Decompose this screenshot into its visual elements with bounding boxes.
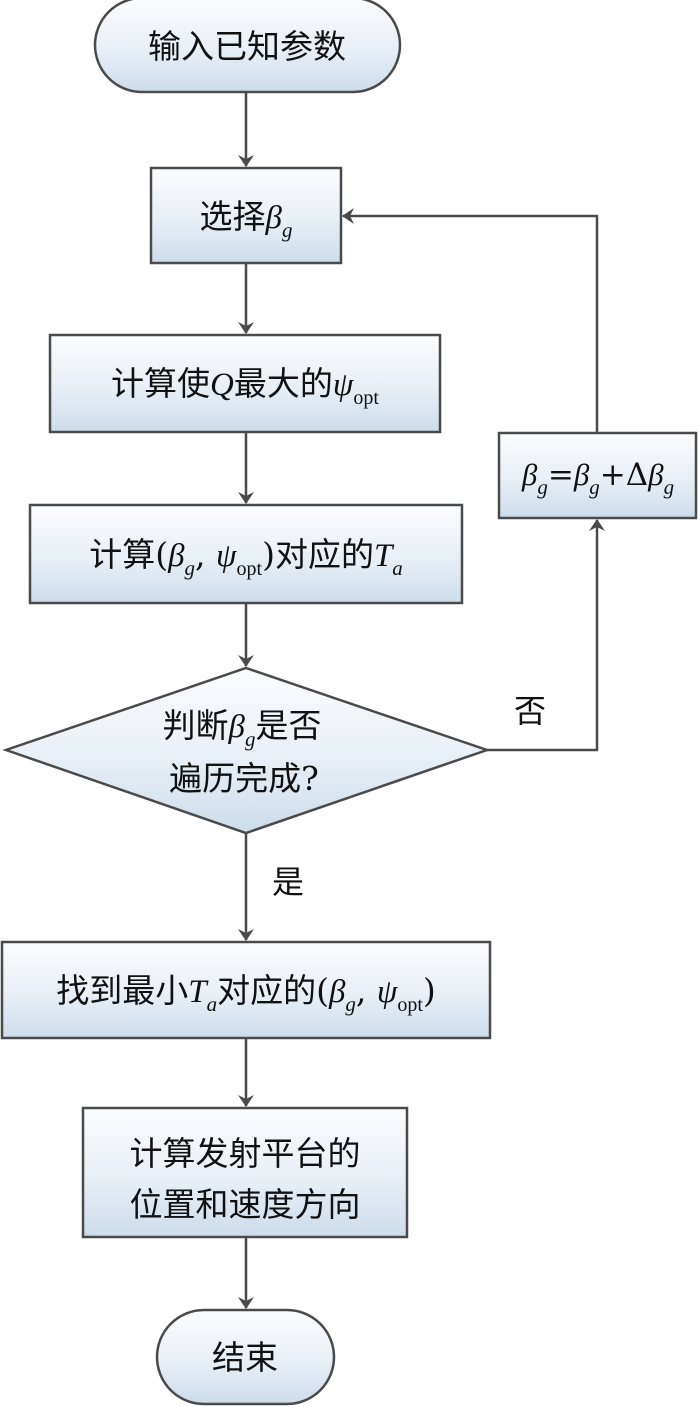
decision-text-line2: 遍历完成?: [169, 759, 319, 798]
find-min-text: 找到最小Ta对应的(βg, ψopt): [56, 971, 436, 1016]
compute-platform-line1: 计算发射平台的: [130, 1134, 361, 1173]
process-shape: [28, 503, 464, 605]
terminator-shape: [93, 0, 402, 94]
edge-update-to-select: [342, 208, 599, 433]
select-beta-text: 选择βg: [200, 197, 293, 242]
node-start: 输入已知参数: [93, 0, 402, 94]
compute-ta-text: 计算(βg, ψopt)对应的Ta: [89, 535, 403, 580]
edge-label-yes: 是: [272, 863, 304, 901]
node-compute-platform: 计算发射平台的 位置和速度方向: [81, 1106, 409, 1239]
compute-psi-text: 计算使Q最大的ψopt: [111, 364, 379, 409]
node-compute-ta: 计算(βg, ψopt)对应的Ta: [28, 503, 464, 605]
node-update-beta: βg=βg+Δβg: [497, 431, 698, 520]
decision-text-line1: 判断βg是否: [163, 706, 322, 751]
process-shape: [0, 940, 492, 1040]
process-shape: [81, 1106, 409, 1239]
terminator-shape: [155, 1308, 336, 1406]
edge-label-no: 否: [514, 692, 546, 730]
node-select-beta: 选择βg: [149, 166, 343, 265]
node-end: 结束: [155, 1308, 336, 1406]
end-text: 结束: [212, 1338, 278, 1377]
process-shape: [48, 333, 442, 434]
node-compute-psi: 计算使Q最大的ψopt: [48, 333, 442, 434]
node-decision: 判断βg是否 遍历完成?: [2, 666, 491, 835]
edges: [238, 92, 605, 1309]
compute-platform-line2: 位置和速度方向: [130, 1185, 361, 1224]
update-beta-text: βg=βg+Δβg: [521, 457, 674, 499]
node-find-min: 找到最小Ta对应的(βg, ψopt): [0, 940, 492, 1040]
process-shape: [149, 166, 343, 265]
process-shape: [497, 431, 698, 520]
edge-decision-no-to-update: [487, 519, 605, 752]
decision-shape: [2, 666, 491, 835]
start-text: 输入已知参数: [148, 27, 346, 66]
